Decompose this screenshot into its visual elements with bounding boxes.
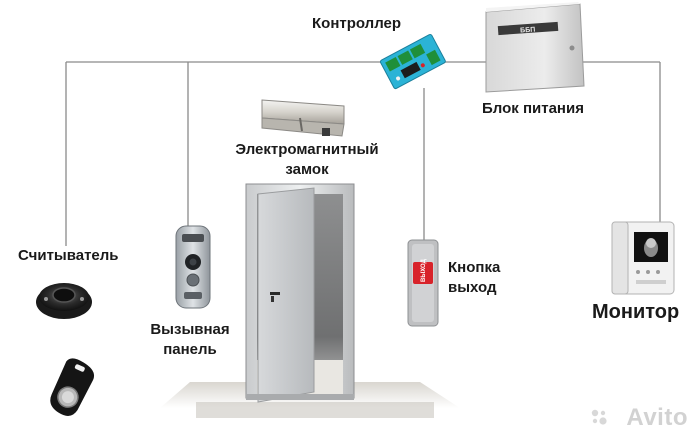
avito-watermark: Avito: [626, 404, 688, 431]
key-fob-icon: [50, 358, 95, 416]
label-call-panel-line1: Вызывная: [150, 321, 230, 338]
label-exit-button: Кнопка выход: [448, 258, 500, 298]
power-box-caption: ББП: [520, 27, 536, 35]
label-exit-button-line1: Кнопка: [448, 259, 501, 276]
wiring: [65, 61, 661, 246]
door-icon: [245, 183, 355, 403]
label-exit-button-line2: выход: [448, 279, 497, 296]
card-reader-icon: [36, 283, 92, 319]
label-magnetic-lock: Электромагнитный замок: [222, 140, 392, 180]
video-monitor-icon: [611, 221, 675, 295]
avito-logo-icon: [591, 409, 607, 425]
label-magnetic-lock-line1: Электромагнитный: [235, 141, 379, 158]
label-magnetic-lock-line2: замок: [285, 161, 329, 178]
magnetic-lock-icon: [261, 99, 345, 137]
label-reader: Считыватель: [18, 247, 119, 264]
label-power-supply: Блок питания: [482, 100, 584, 117]
power-supply-box-icon: ББП: [485, 2, 585, 93]
exit-button-icon: ВЫХОД: [407, 239, 439, 327]
controller-board-icon: [379, 33, 446, 90]
floor-strip: [196, 402, 434, 418]
call-panel-icon: [175, 225, 211, 309]
exit-button-caption: ВЫХОД: [421, 258, 427, 282]
label-call-panel-line2: панель: [163, 341, 217, 358]
label-controller: Контроллер: [312, 15, 402, 32]
label-call-panel: Вызывная панель: [140, 320, 240, 360]
label-monitor: Монитор: [592, 301, 680, 323]
